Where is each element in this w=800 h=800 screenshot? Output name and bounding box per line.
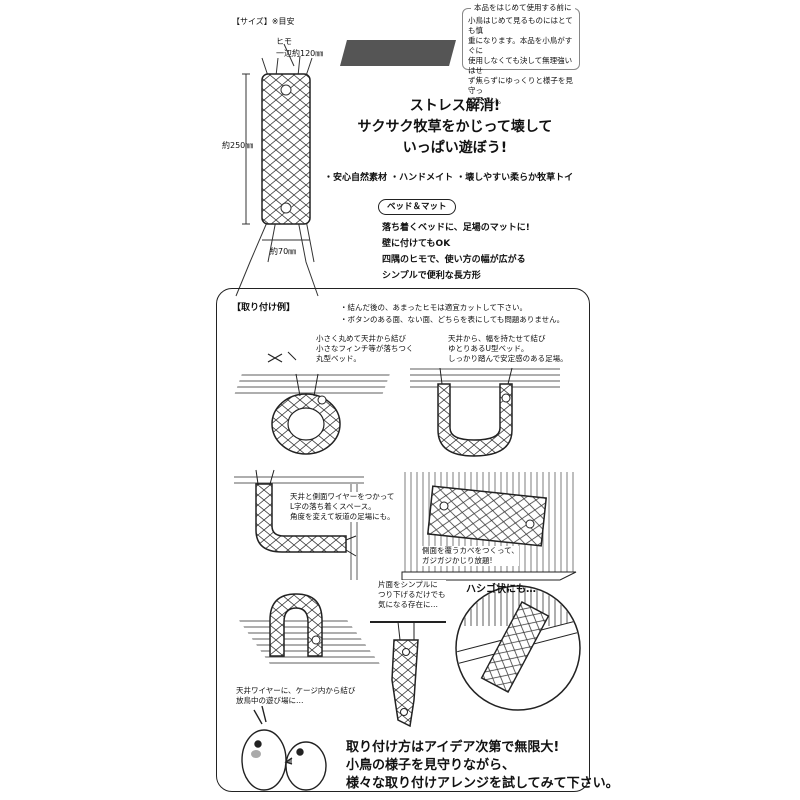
example-round-bed-illustration: [234, 351, 391, 455]
product-illustration: [235, 43, 319, 297]
example-u-bed-illustration: [410, 367, 560, 457]
himo-label: ヒモ: [276, 37, 292, 46]
bed-mat-line: シンプルで便利な長方形: [382, 271, 481, 281]
caption-line: つり下げるだけでも: [378, 590, 446, 599]
example-caption: 天井から、幅を持たせて結び ゆとりあるU型ベッド。 しっかり踏んで安定感のある足…: [448, 334, 568, 364]
footer-line: 小鳥の様子を見守りながら、: [346, 758, 516, 773]
example-caption: 小さく丸めて天井から結び 小さなフィンチ等が落ちつく 丸型ベッド。: [316, 334, 414, 364]
caption-line: 天井ワイヤーに、ケージ内から結び: [236, 686, 356, 695]
ladder-caption: ハシゴ状にも…: [466, 584, 536, 595]
example-hanging-illustration: [370, 621, 446, 728]
himo-length-label: 一辺約120㎜: [276, 49, 324, 58]
caption-line: 気になる存在に…: [378, 600, 438, 609]
caption-line: 小さなフィンチ等が落ちつく: [316, 344, 414, 353]
footer-line: 様々な取り付けアレンジを試してみて下さい。: [346, 776, 619, 791]
caption-line: しっかり踏んで安定感のある足場。: [448, 354, 568, 363]
notice-title: 本品をはじめて使用する前に: [471, 3, 575, 13]
headline: ストレス解消! サクサク牧草をかじって壊して いっぱい遊ぼう!: [340, 96, 570, 159]
notice-line: 使用しなくても決して無理強いはせ: [468, 56, 573, 75]
installation-note: ・ボタンのある面、ない面、どちらを表にしても問題ありません。: [340, 315, 565, 324]
footer-line: 取り付け方はアイデア次第で無限大!: [346, 740, 560, 755]
installation-note: ・結んだ後の、あまったヒモは適宜カットして下さい。: [340, 303, 527, 312]
caption-line: 角度を変えて坂道の足場にも。: [290, 512, 395, 521]
example-caption: 天井と側面ワイヤーをつかって L字の落ち着くスペース。 角度を変えて坂道の足場に…: [290, 492, 395, 522]
notice-line: 重になります。本品を小鳥がすぐに: [468, 36, 573, 55]
caption-line: 天井と側面ワイヤーをつかって: [290, 492, 395, 501]
example-arch-illustration: [236, 593, 380, 664]
caption-line: 天井から、幅を持たせて結び: [448, 334, 546, 343]
example-caption: 片面をシンプルに つり下げるだけでも 気になる存在に…: [378, 580, 446, 610]
bed-mat-badge: ベッド＆マット: [378, 199, 456, 215]
caption-line: ゆとりあるU型ベッド。: [448, 344, 529, 353]
birds-illustration: [241, 705, 327, 791]
caption-line: 丸型ベッド。: [316, 354, 361, 363]
caption-line: 側面を覆うカベをつくって、: [422, 546, 519, 555]
caption-line: 放鳥中の遊び場に…: [236, 696, 304, 705]
width-label: 約70㎜: [270, 247, 297, 256]
features-list: ・安心自然素材 ・ハンドメイト ・壊しやすい柔らか牧草トイ: [324, 173, 574, 183]
caption-line: 片面をシンプルに: [378, 580, 438, 589]
bed-mat-line: 壁に付けてもOK: [382, 239, 451, 249]
installation-title: 【取り付け例】: [232, 303, 296, 313]
bed-mat-line: 落ち着くベッドに、足場のマットに!: [382, 223, 530, 233]
notice-line: ず焦らずにゆっくりと様子を見守っ: [468, 76, 573, 95]
headline-line: ストレス解消!: [409, 98, 501, 114]
headline-line: サクサク牧草をかじって壊して: [357, 119, 553, 135]
size-label: 【サイズ】※目安: [232, 17, 295, 26]
notice-line: 小鳥はじめて見るものにはとても慎: [468, 16, 573, 35]
decorative-banner: [340, 40, 456, 66]
caption-line: 小さく丸めて天井から結び: [316, 334, 406, 343]
notice-line: て下さい。: [468, 96, 506, 105]
caption-line: ガジガジかじり放題!: [422, 556, 493, 565]
installation-examples-panel: [216, 288, 590, 792]
example-caption: 側面を覆うカベをつくって、 ガジガジかじり放題!: [422, 546, 519, 566]
example-caption: 天井ワイヤーに、ケージ内から結び 放鳥中の遊び場に…: [236, 686, 356, 706]
headline-line: いっぱい遊ぼう!: [402, 140, 508, 156]
caption-line: L字の落ち着くスペース。: [290, 502, 376, 511]
notice-box: 本品をはじめて使用する前に 小鳥はじめて見るものにはとても慎 重になります。本品…: [462, 3, 580, 105]
height-label: 約250㎜: [222, 141, 254, 150]
bed-mat-line: 四隅のヒモで、使い方の幅が広がる: [382, 255, 526, 265]
